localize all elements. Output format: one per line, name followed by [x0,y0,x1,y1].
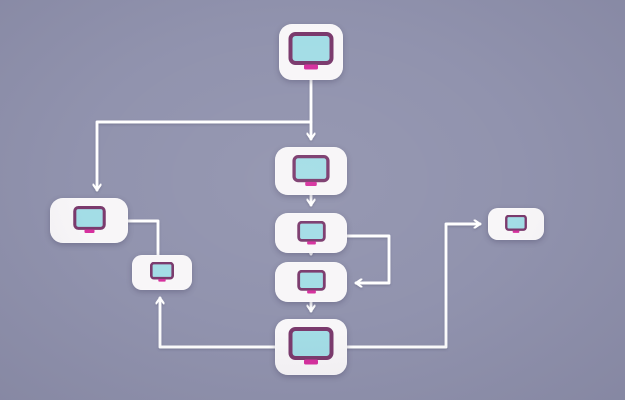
monitor-icon [288,327,334,365]
node-root-device[interactable] [279,24,343,80]
monitor-icon [296,220,326,244]
edge-branch-a-loop-to-branch-b [345,234,391,283]
node-branch-device-a[interactable] [275,213,347,253]
node-left-branch-device[interactable] [50,198,128,243]
monitor-icon [150,262,174,282]
monitor-icon [505,214,527,233]
edge-aggregator-to-right-leaf [345,224,482,349]
monitor-icon [292,154,330,186]
node-branch-device-b[interactable] [275,262,347,302]
node-hub-device[interactable] [275,147,347,195]
node-aggregator-device[interactable] [275,319,347,375]
monitor-icon [288,32,334,70]
edge-root-to-left-branch [97,120,313,192]
node-left-leaf-device[interactable] [132,255,192,290]
monitor-icon [72,206,106,234]
edge-left-branch-to-left-leaf [126,219,160,257]
monitor-icon [296,269,326,293]
node-right-leaf-device[interactable] [488,208,544,240]
edge-aggregator-to-left-leaf [160,296,277,349]
